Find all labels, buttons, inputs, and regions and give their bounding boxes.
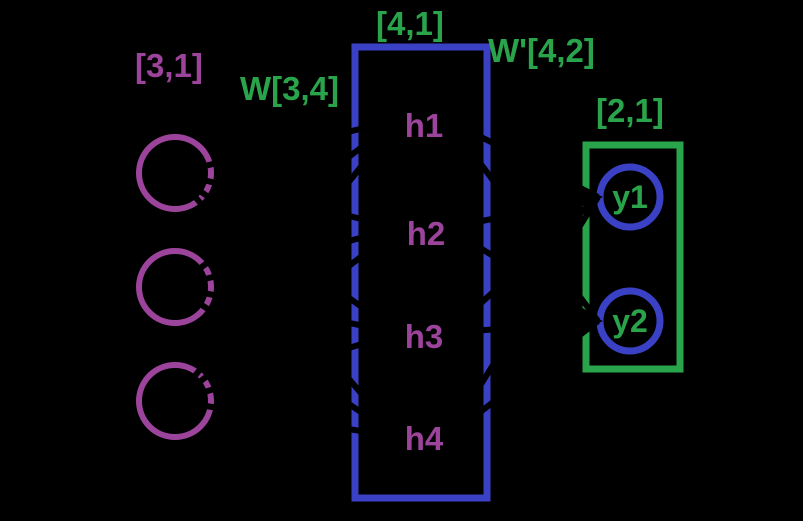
arrowhead-y1-icon [581,187,603,207]
arrow-x1-h3 [173,170,400,336]
hidden-unit-label-h1: h1 [405,107,444,144]
arrow-x2-h1 [173,117,400,290]
hidden-layer-box [351,43,491,502]
output-unit-label-y1: y1 [612,179,648,215]
arrow-x3-h2 [173,225,400,404]
arrow-h1-y2 [445,118,601,323]
arrow-h4-y1 [445,195,601,439]
hidden-unit-label-h4: h4 [405,420,444,457]
output-shape-label: [2,1] [596,92,664,129]
labels: [3,1] W[3,4] [4,1] W'[4,2] [2,1] h1 h2 h… [135,5,664,457]
input-node-3 [136,362,214,440]
arrow-x1-h4 [172,171,401,439]
hidden-unit-label-h2: h2 [407,215,446,252]
arrow-x2-h4 [173,284,400,440]
input-to-hidden-arrows [172,117,401,440]
arrow-h4-y2 [446,318,600,440]
arrow-x3-h3 [174,330,399,404]
hidden-to-output-arrows [445,117,603,440]
output-unit-label-y2: y2 [612,303,648,339]
arrow-h2-y2 [446,225,600,324]
arrow-x3-h1 [172,118,401,403]
arrow-h2-y1 [447,194,599,231]
hidden-unit-label-h3: h3 [405,318,444,355]
input-node-2 [136,248,214,326]
weights1-label: W[3,4] [240,70,339,107]
output-layer-box [582,141,684,373]
arrow-h1-y1 [446,117,600,200]
input-layer-nodes [136,134,214,440]
hidden-shape-label: [4,1] [376,5,444,42]
weights2-label: W'[4,2] [488,32,595,69]
arrow-x2-h3 [174,284,399,336]
input-shape-label: [3,1] [135,47,203,84]
arrowhead-y2-icon [581,311,603,331]
arrow-h3-y1 [445,194,601,336]
arrow-x1-h1 [174,117,399,176]
arrow-x3-h4 [174,398,399,440]
arrow-h3-y2 [447,318,599,336]
input-node-1 [136,134,214,212]
